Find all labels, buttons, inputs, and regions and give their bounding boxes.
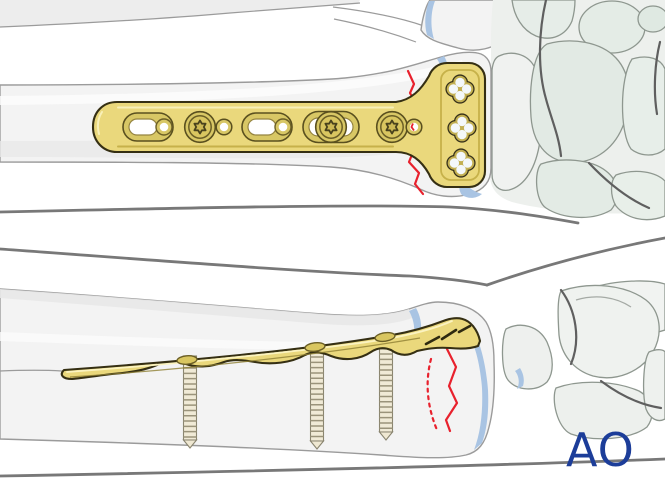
locking-screw-3 xyxy=(375,110,409,144)
combi-side-hole-3 xyxy=(405,118,423,136)
locking-screw-2 xyxy=(314,110,348,144)
soft-tissue-band xyxy=(0,0,360,27)
combi-hole-screwed xyxy=(302,110,360,144)
dorsal-view-panel xyxy=(0,0,665,225)
articular-cartilage-crescent xyxy=(464,323,489,450)
carpal-bones-lateral xyxy=(501,280,665,440)
plate-distal-hole-slots xyxy=(424,324,472,346)
cortex-screw-1 xyxy=(182,355,198,449)
radius-cartilage-bottom xyxy=(459,178,482,198)
soft-tissue-edge xyxy=(0,2,361,28)
volar-surface-line xyxy=(0,369,63,372)
combi-hole-empty-1 xyxy=(122,112,174,142)
scaphoid-lateral xyxy=(557,284,660,379)
hamate xyxy=(621,56,665,156)
ao-logo: AO xyxy=(566,423,635,477)
radius-lateral-shading xyxy=(0,289,412,326)
lunate-lateral xyxy=(501,324,553,390)
lateral-view-panel: AO xyxy=(0,236,665,478)
cortex-screw-3 xyxy=(378,341,394,441)
screw-head-bump-3 xyxy=(374,331,396,343)
skin-outline-dorsal xyxy=(0,204,580,225)
skin-outline-lateral-top xyxy=(0,247,489,287)
scaphoid-contour xyxy=(575,296,632,308)
pisiform xyxy=(637,5,665,33)
fracture-through-hole xyxy=(410,123,415,132)
radius-highlight xyxy=(0,60,465,105)
carpal-distal-row xyxy=(535,159,618,219)
skin-outline-lateral-bottom xyxy=(0,457,665,478)
plate-lateral xyxy=(60,317,482,381)
plate-top-highlight xyxy=(97,106,394,135)
locking-screw-1 xyxy=(183,110,217,144)
carpal-bones-dorsal xyxy=(490,0,665,221)
t-plate-dorsal xyxy=(91,61,487,189)
skin-outline-thumb xyxy=(485,236,665,287)
ulna-shaft-lines xyxy=(332,6,425,43)
carpal-accents-lateral xyxy=(559,288,663,410)
plate-head-inner-edge xyxy=(440,69,480,181)
combi-hole-empty-2 xyxy=(241,112,293,142)
cortex-screw-2 xyxy=(309,344,325,450)
ulna-cartilage-band xyxy=(425,1,435,39)
screw-head-bump-2 xyxy=(304,341,326,353)
fracture-line-lateral xyxy=(426,347,459,433)
carpal-contour-accents xyxy=(538,0,662,210)
metacarpal-base xyxy=(610,170,665,221)
combi-side-hole-1 xyxy=(215,118,233,136)
trapezium-lateral xyxy=(642,349,665,422)
carpal-cartilage-sliver xyxy=(515,368,524,389)
screw-head-bump-1 xyxy=(176,355,198,365)
scaphoid xyxy=(491,52,543,191)
plate-lateral-edge-line xyxy=(69,337,421,378)
